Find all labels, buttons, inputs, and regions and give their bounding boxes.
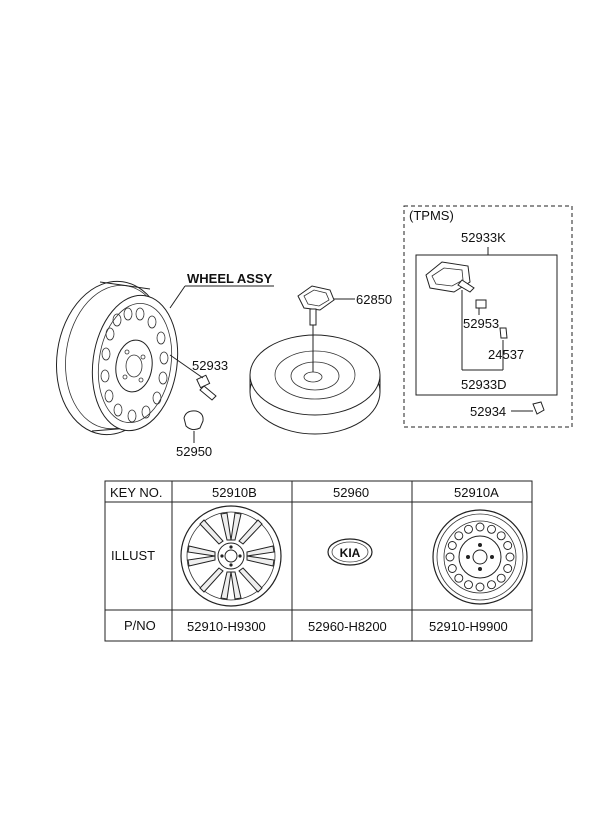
- emblem-text: KIA: [340, 546, 361, 560]
- sensor-nut-icon: [475, 299, 487, 309]
- steel-wheel-vent-hole: [475, 522, 485, 532]
- steel-wheel-vent-hole: [505, 552, 515, 562]
- pno-col3: 52910-H9900: [429, 619, 508, 634]
- key-col3: 52910A: [454, 485, 499, 500]
- wheel-assy-label: WHEEL ASSY: [187, 271, 273, 286]
- callout-valve: 52933: [192, 358, 228, 373]
- valve-stem-icon: [196, 374, 217, 401]
- steel-wheel-vent-hole: [454, 531, 464, 541]
- tpms-cap-icon: [532, 401, 545, 415]
- steel-wheel-vent-hole: [487, 580, 496, 590]
- steel-wheel-icon: [432, 509, 528, 605]
- steel-wheel-vent-hole: [445, 552, 455, 562]
- tpms-box: [403, 205, 573, 428]
- steel-wheel-vent-hole: [503, 564, 513, 573]
- callout-nut: 52953: [463, 316, 499, 331]
- spare-tire-illustration: [249, 334, 381, 435]
- steel-wheel-vent-hole: [496, 531, 506, 541]
- callout-core: 24537: [488, 347, 524, 362]
- steel-wheel-illustration: [55, 280, 179, 436]
- steel-wheel-vent-hole: [447, 541, 457, 550]
- tpms-title: (TPMS): [409, 208, 454, 223]
- callout-cap: 52950: [176, 444, 212, 459]
- alloy-wheel-icon: [180, 505, 282, 607]
- pno-col1: 52910-H9300: [187, 619, 266, 634]
- valve-core-icon: [499, 327, 508, 339]
- spare-tire-cover-icon: [297, 285, 335, 326]
- callout-tpms-cap: 52934: [470, 404, 506, 419]
- sensor-kit-box: [415, 254, 558, 396]
- steel-wheel-vent-hole: [464, 524, 473, 534]
- steel-wheel-vent-hole: [503, 541, 513, 550]
- header-key-no: KEY NO.: [110, 485, 163, 500]
- header-illust: ILLUST: [111, 548, 155, 563]
- steel-wheel-vent-hole: [496, 573, 506, 583]
- pno-col2: 52960-H8200: [308, 619, 387, 634]
- callout-valve-assy: 52933D: [461, 377, 507, 392]
- steel-wheel-vent-hole: [454, 573, 464, 583]
- header-pno: P/NO: [124, 618, 156, 633]
- tpms-sensor-icon: [425, 261, 475, 293]
- wheel-vent-holes: [100, 307, 169, 423]
- valve-cap-icon: [183, 410, 204, 431]
- steel-wheel-vent-hole: [475, 582, 485, 592]
- callout-spare-cover: 62850: [356, 292, 392, 307]
- kia-emblem-icon: KIA: [327, 538, 373, 566]
- key-table: KEY NO. ILLUST P/NO 52910B 52960 52910A …: [104, 480, 533, 642]
- callout-sensor-kit: 52933K: [461, 230, 506, 245]
- steel-wheel-vent-hole: [464, 580, 473, 590]
- steel-wheel-vent-hole: [447, 564, 457, 573]
- steel-wheel-vent-hole: [487, 524, 496, 534]
- key-col2: 52960: [333, 485, 369, 500]
- key-col1: 52910B: [212, 485, 257, 500]
